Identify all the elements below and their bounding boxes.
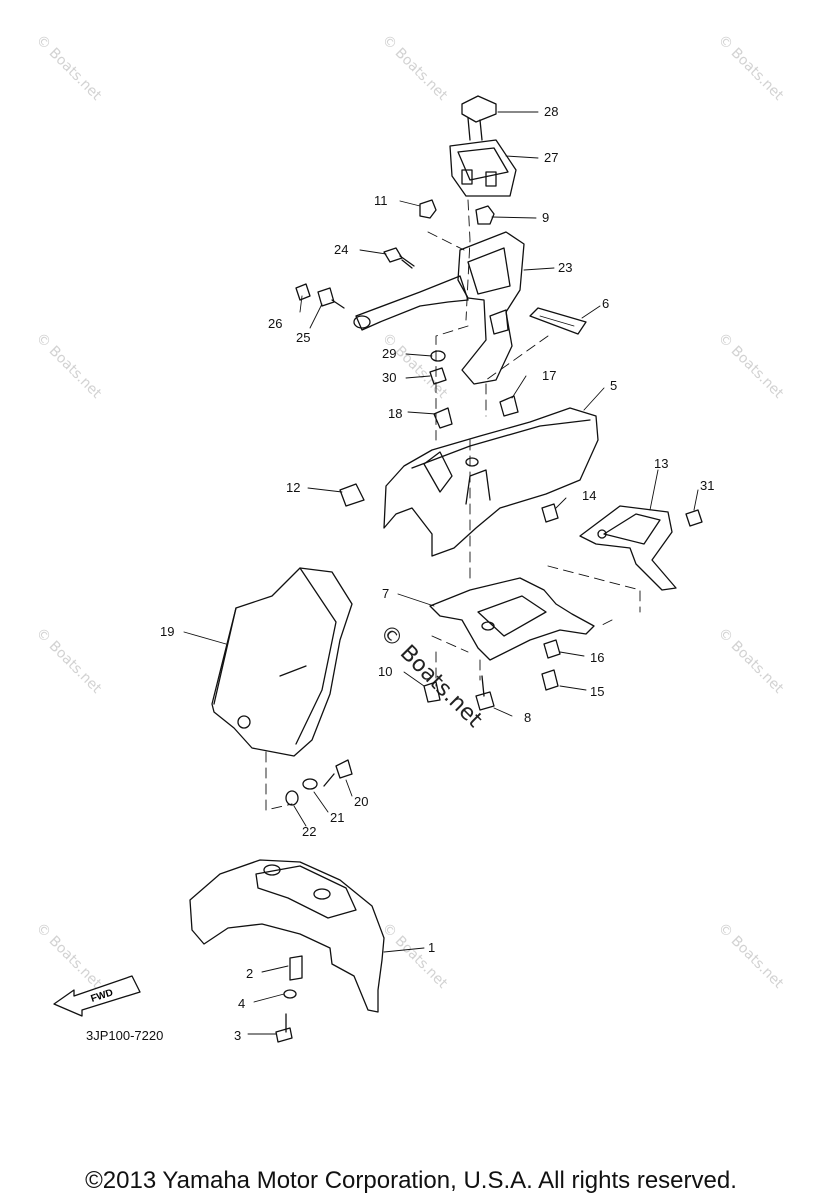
- part-19-fender-section: [211, 567, 353, 757]
- callout-5: 5: [610, 378, 617, 393]
- fwd-arrow-icon: [53, 975, 141, 1017]
- callout-14: 14: [582, 488, 596, 503]
- part-30-nut: [429, 367, 447, 385]
- callout-19: 19: [160, 624, 174, 639]
- part-29-collar: [430, 350, 446, 362]
- part-11-nut: [419, 199, 437, 219]
- callout-18: 18: [388, 406, 402, 421]
- callout-10: 10: [378, 664, 392, 679]
- part-12-clip: [339, 483, 365, 507]
- callout-24: 24: [334, 242, 348, 257]
- callout-29: 29: [382, 346, 396, 361]
- part-20-screw: [323, 759, 353, 787]
- callout-7: 7: [382, 586, 389, 601]
- part-7-mud-guard: [429, 577, 595, 661]
- part-diagram-code: 3JP100-7220: [86, 1028, 164, 1043]
- callout-16: 16: [590, 650, 604, 665]
- callout-3: 3: [234, 1028, 241, 1043]
- part-4-nut: [283, 989, 297, 999]
- part-24-bolt: [383, 247, 415, 269]
- callout-numbers: 1 2 3 4 5 6 7 8 9 10 11 12 13 14 15 16 1…: [160, 104, 714, 1043]
- callout-11: 11: [374, 193, 388, 208]
- callout-15: 15: [590, 684, 604, 699]
- callout-27: 27: [544, 150, 558, 165]
- part-8-bolt: [475, 675, 495, 711]
- part-6-decal: [529, 307, 587, 335]
- part-17-clip: [499, 395, 519, 417]
- callout-22: 22: [302, 824, 316, 839]
- callout-21: 21: [330, 810, 344, 825]
- callout-30: 30: [382, 370, 396, 385]
- part-26-collar: [295, 283, 311, 301]
- callout-8: 8: [524, 710, 531, 725]
- part-23-grab-rail: [353, 231, 525, 385]
- part-25-screw: [317, 287, 345, 309]
- callout-20: 20: [354, 794, 368, 809]
- callout-6: 6: [602, 296, 609, 311]
- callout-12: 12: [286, 480, 300, 495]
- part-13-bracket: [579, 505, 677, 591]
- part-15-bolt: [541, 669, 559, 691]
- assembly-lines: [265, 199, 641, 811]
- callout-26: 26: [268, 316, 282, 331]
- callout-28: 28: [544, 104, 558, 119]
- callout-17: 17: [542, 368, 556, 383]
- leader-lines: [183, 111, 699, 1035]
- part-22-collar: [285, 790, 299, 806]
- part-10-bolt: [423, 681, 441, 703]
- part-3-bolt: [275, 1013, 293, 1043]
- part-1-front-fender: [189, 859, 385, 1013]
- callout-2: 2: [246, 966, 253, 981]
- part-14-nut: [541, 503, 559, 523]
- part-5-rear-fender: [383, 407, 599, 557]
- part-9-nut: [475, 205, 495, 225]
- callout-1: 1: [428, 940, 435, 955]
- callout-9: 9: [542, 210, 549, 225]
- callout-25: 25: [296, 330, 310, 345]
- part-16-nut: [543, 639, 561, 659]
- part-18-clip: [433, 407, 453, 429]
- callout-13: 13: [654, 456, 668, 471]
- callout-31: 31: [700, 478, 714, 493]
- part-31-grommet: [685, 509, 703, 527]
- callout-23: 23: [558, 260, 572, 275]
- part-27-rail-block: [449, 139, 517, 197]
- part-21-washer: [302, 778, 318, 790]
- part-2-collar: [289, 955, 303, 981]
- copyright-notice: ©2013 Yamaha Motor Corporation, U.S.A. A…: [85, 1167, 737, 1194]
- part-28-bracket: [461, 95, 497, 141]
- callout-4: 4: [238, 996, 245, 1011]
